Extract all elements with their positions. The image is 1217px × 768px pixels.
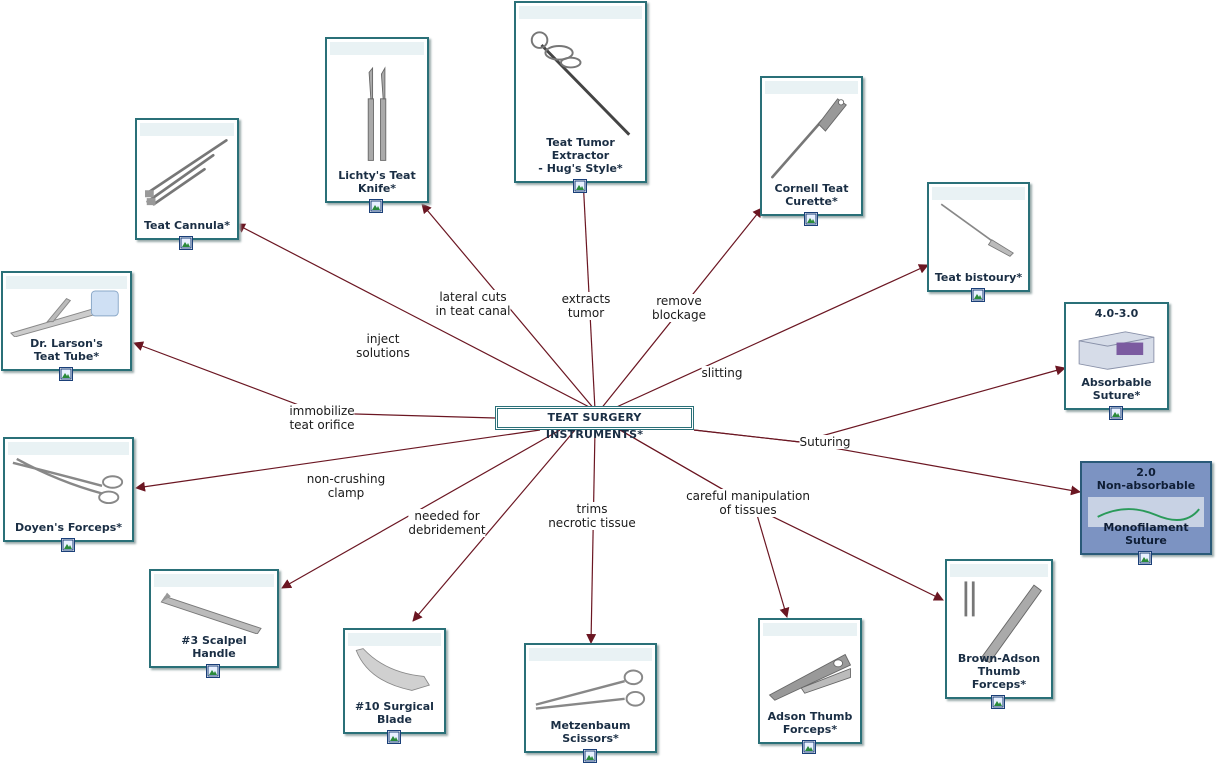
image-resource-icon[interactable] [803,212,818,226]
image-resource-icon[interactable] [60,538,75,552]
brown-adson-icon [953,577,1045,665]
image-resource-icon[interactable] [386,730,401,744]
node-label: Teat bistoury* [934,271,1023,284]
arrow-monofilament-suture [693,429,1081,496]
curette-icon [768,94,855,182]
image-resource-icon[interactable] [58,367,73,381]
node-strip [765,81,858,94]
image-resource-icon[interactable] [572,179,587,193]
arrow-adson-forceps [619,429,790,618]
extractor-icon [522,19,639,149]
node-strip [950,564,1048,577]
image-resource-icon[interactable] [206,664,220,678]
node-label: Doyen's Forceps* [14,521,123,534]
node-doyen-forceps[interactable]: Doyen's Forceps* [3,437,134,552]
arrow-absorbable-suture [693,365,1066,443]
suture-pack-icon [1088,497,1204,527]
suture-box-icon [1072,324,1161,370]
node-strip [529,648,652,661]
node-strip [140,123,234,136]
node-strip [6,276,127,289]
node-strip [763,623,857,636]
node-strip [348,633,441,646]
node-teat-cannula[interactable]: Teat Cannula* [135,118,239,250]
node-tumor-extractor[interactable]: Teat Tumor Extractor- Hug's Style* [514,1,647,193]
image-resource-icon[interactable] [369,199,383,213]
scissors-icon [532,661,649,719]
image-resource-icon[interactable] [582,749,597,763]
blade-icon [351,646,438,700]
node-strip [330,42,424,55]
arrow-teat-cannula [235,223,596,411]
image-resource-icon[interactable] [1108,406,1123,420]
node-strip [154,574,274,587]
knife-icon [333,55,421,169]
node-label: Teat Tumor Extractor- Hug's Style* [538,136,623,175]
image-resource-icon[interactable] [802,740,816,754]
arrow-surgical-blade [412,429,576,622]
thumb-forceps-icon [766,636,854,710]
arrow-metzenbaum [586,429,597,644]
scalpel-handle-icon [157,587,271,634]
link-label-slitting: slitting [701,366,743,380]
bistoury-icon [935,200,1022,258]
arrow-teat-bistoury [609,264,929,411]
node-strip [932,187,1025,200]
center-concept[interactable]: TEAT SURGERY INSTRUMENTS* [495,406,694,441]
node-teat-bistoury[interactable]: Teat bistoury* [927,182,1030,302]
cannula-icon [143,136,231,206]
node-strip [519,6,642,19]
teat-tube-icon [9,289,124,337]
image-resource-icon[interactable] [179,236,193,250]
node-top-label: 4.0-3.0 [1094,307,1139,320]
image-resource-icon[interactable] [1138,551,1152,565]
image-resource-icon[interactable] [970,288,985,302]
arrow-doyen-forceps [135,429,541,492]
forceps-icon [11,455,126,508]
image-resource-icon[interactable] [991,695,1005,709]
node-label: Teat Cannula* [144,219,230,232]
link-label-suturing: Suturing [799,435,851,449]
node-strip [8,442,129,455]
